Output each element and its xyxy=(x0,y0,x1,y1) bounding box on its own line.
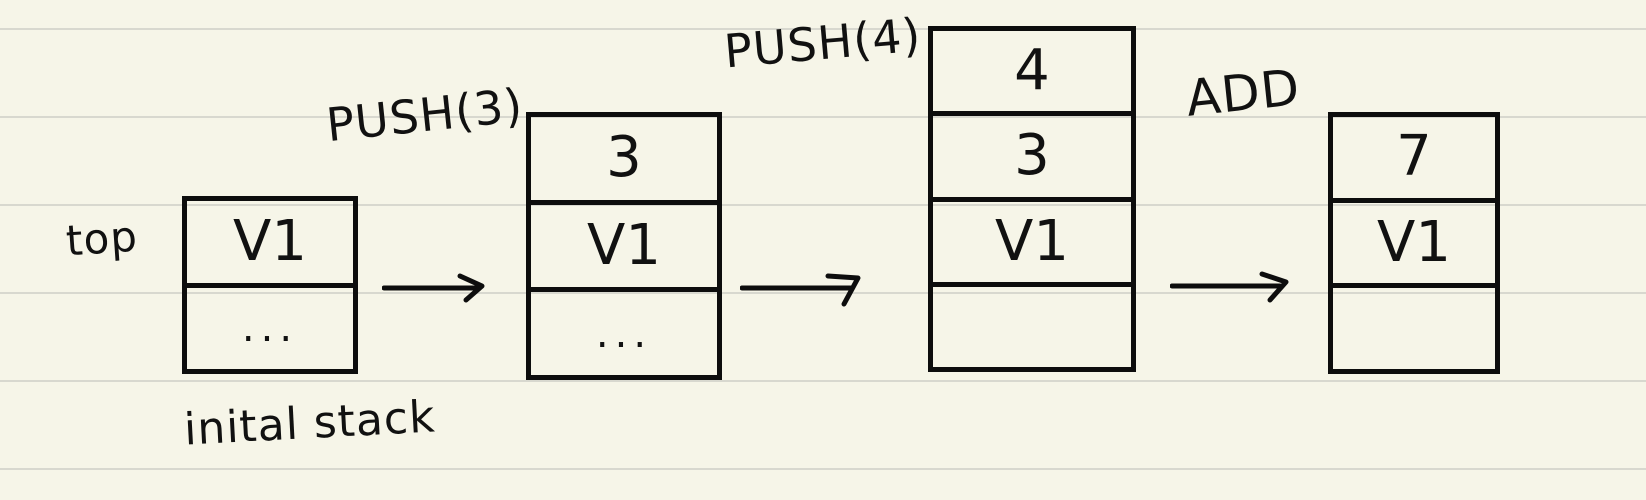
initial-stack-label: inital stack xyxy=(182,391,437,456)
stack-cell-v1: V1 xyxy=(187,201,353,288)
add-label: ADD xyxy=(1183,58,1303,128)
stack-cell-ellipsis: ... xyxy=(595,310,653,357)
stack-after-add: 7 V1 xyxy=(1328,112,1500,374)
top-label: top xyxy=(64,211,140,266)
stack-cell-7: 7 xyxy=(1333,117,1495,203)
stack-cell-3: 3 xyxy=(933,116,1131,202)
initial-stack: V1 ... xyxy=(182,196,358,374)
stack-cell-empty xyxy=(933,287,1131,367)
stack-cell-3: 3 xyxy=(531,117,717,205)
stack-cell-4: 4 xyxy=(933,31,1131,117)
stack-cell-v1: V1 xyxy=(531,205,717,293)
arrow-right-icon xyxy=(1170,271,1289,303)
stack-cell-ellipsis: ... xyxy=(241,305,299,352)
arrow-right-icon xyxy=(382,273,485,303)
stack-after-push-4: 4 3 V1 xyxy=(928,26,1136,372)
stack-after-push-3: 3 V1 ... xyxy=(526,112,722,380)
stack-cell-v1: V1 xyxy=(933,202,1131,287)
stack-cell-v1: V1 xyxy=(1333,203,1495,289)
arrow-right-icon xyxy=(740,273,861,307)
stack-cell-empty xyxy=(1333,288,1495,369)
